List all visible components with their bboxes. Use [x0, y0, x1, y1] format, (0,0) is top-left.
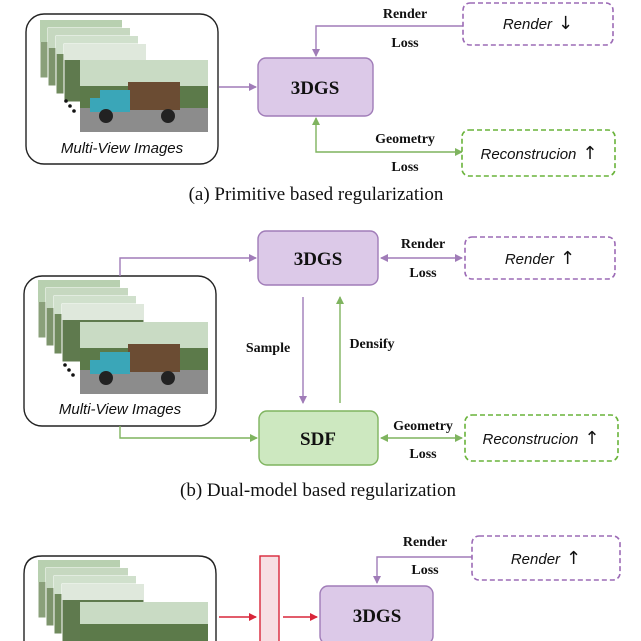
render-edge-label: Render	[383, 7, 427, 22]
truck-photo-icon	[80, 60, 208, 132]
render-metric-c: Render↑	[511, 548, 581, 569]
model-bottom-label: SDF	[300, 429, 336, 450]
recon-metric-box-b	[464, 414, 619, 462]
loss-edge-label: Loss	[391, 36, 419, 51]
encoder-bar	[259, 555, 280, 641]
model-box-3dgs-c	[319, 585, 434, 641]
loss-edge-label-b2: Loss	[409, 447, 437, 462]
input-to-sdf-arrow	[119, 426, 258, 442]
render-metric: Render↓	[503, 13, 573, 34]
model-box-3dgs-b	[257, 230, 379, 286]
recon-metric-box	[461, 129, 616, 177]
render-metric-box-b	[464, 236, 616, 280]
truck-photo-icon	[80, 602, 208, 641]
geometry-edge-label: Geometry	[375, 132, 435, 147]
input-to-3dgs-arrow-b	[119, 254, 257, 276]
model-label: 3DGS	[291, 78, 340, 99]
render-metric-box-c	[471, 535, 621, 581]
truck-photo-icon	[80, 322, 208, 394]
geometry-loss-arrow	[312, 117, 463, 156]
densify-label: Densify	[349, 337, 394, 352]
render-edge-label-b: Render	[401, 237, 445, 252]
model-top-label: 3DGS	[294, 249, 343, 270]
render-loss-arrow	[312, 25, 463, 57]
input-label: Multi-View Images	[61, 140, 184, 157]
loss-edge-label-2: Loss	[391, 160, 419, 175]
model-box-3dgs	[257, 57, 374, 117]
caption-b: (b) Dual-model based regularization	[180, 480, 456, 501]
sample-label: Sample	[246, 341, 290, 356]
render-metric-box	[462, 2, 614, 46]
model-box-sdf	[258, 410, 379, 466]
input-label-b: Multi-View Images	[59, 401, 182, 418]
panel-a: Multi-View Images 3DGS Render Loss Geome…	[25, 2, 616, 205]
render-loss-arrow-c	[373, 556, 472, 584]
render-edge-label-c: Render	[403, 535, 447, 550]
recon-metric: Reconstrucion↑	[481, 143, 598, 164]
ellipsis-icon	[63, 363, 75, 377]
render-metric-b: Render↑	[505, 248, 575, 269]
ellipsis-icon	[64, 99, 76, 113]
panel-c: 3DGS Render Loss Render↑	[23, 535, 621, 641]
loss-edge-label-b: Loss	[409, 266, 437, 281]
panel-b: Multi-View Images 3DGS SDF Sample Densif…	[23, 230, 619, 501]
loss-edge-label-c: Loss	[411, 563, 439, 578]
recon-metric-b: Reconstrucion↑	[483, 428, 600, 449]
model-label-c: 3DGS	[353, 606, 402, 627]
geometry-edge-label-b: Geometry	[393, 419, 453, 434]
caption-a: (a) Primitive based regularization	[189, 184, 444, 205]
